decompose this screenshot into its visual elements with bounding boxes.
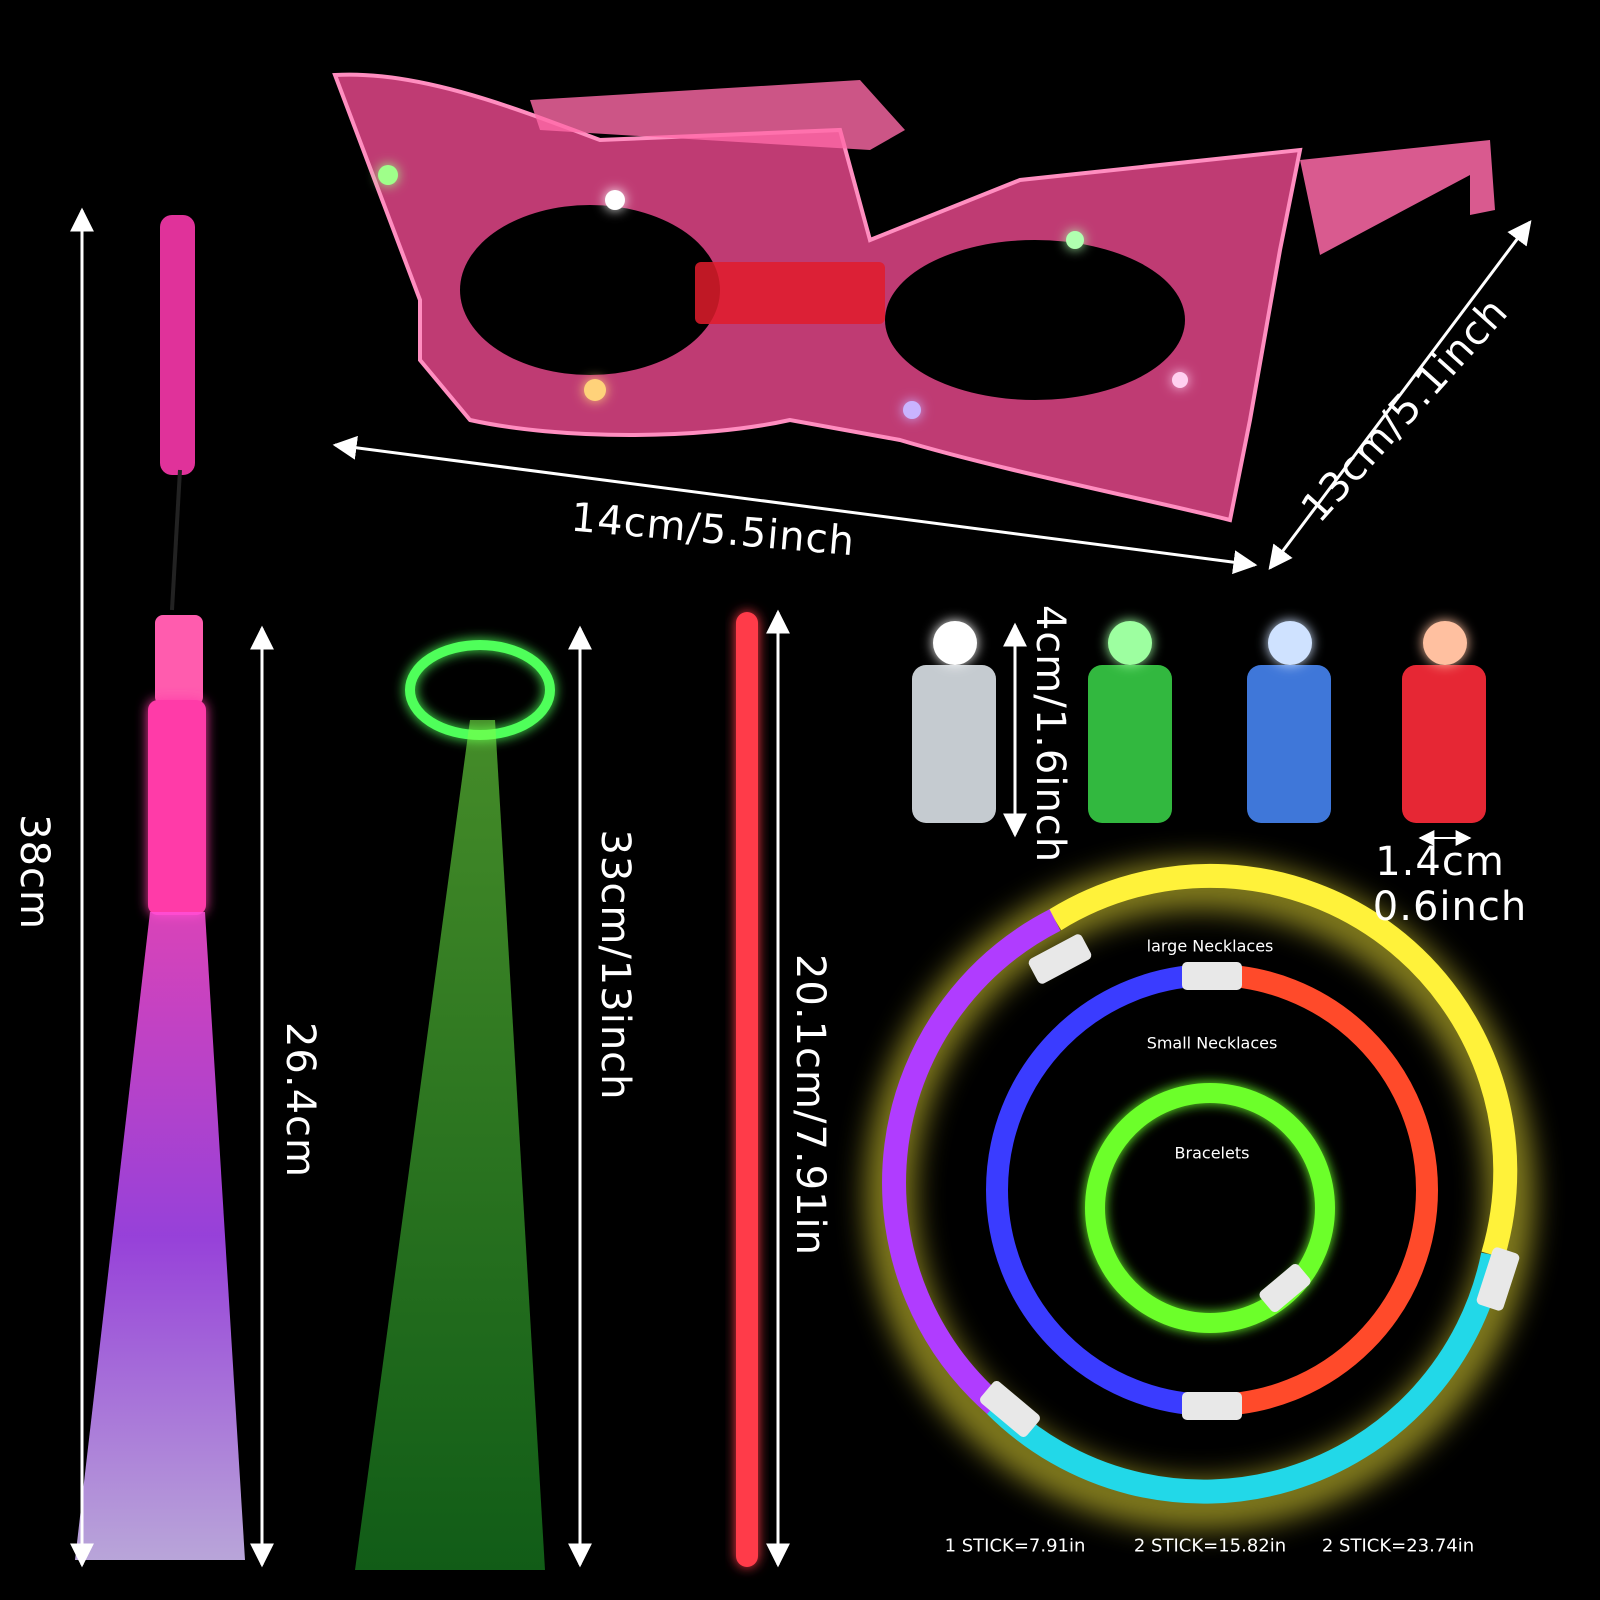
butterfly-mask bbox=[332, 72, 1495, 523]
large-necklace-ring bbox=[865, 860, 1535, 1530]
finger-light-white bbox=[912, 621, 996, 823]
finger-width-cm-label: 1.4cm bbox=[1375, 839, 1505, 885]
finger-lights bbox=[912, 621, 1486, 823]
mask-height-arrow bbox=[1268, 220, 1532, 570]
glow-stick bbox=[736, 612, 758, 1567]
ring-connectors bbox=[980, 934, 1520, 1437]
large-necklace-label: large Necklaces bbox=[1146, 936, 1274, 956]
finger-height-label: 4cm/1.6inch bbox=[1027, 604, 1073, 864]
fiber-hair-clip bbox=[355, 640, 555, 1570]
fiber-optic-wand bbox=[75, 215, 245, 1560]
three-stick-length: 2 STICK=23.74in bbox=[1321, 1535, 1475, 1557]
glow-stick-label: 20.1cm/7.91in bbox=[787, 953, 833, 1257]
two-stick-length: 2 STICK=15.82in bbox=[1133, 1535, 1287, 1557]
finger-width-in-label: 0.6inch bbox=[1372, 884, 1528, 930]
glow-rings bbox=[865, 860, 1535, 1530]
one-stick-length: 1 STICK=7.91in bbox=[944, 1535, 1086, 1557]
wand-total-label: 38cm bbox=[11, 814, 57, 930]
hair-fiber-label: 33cm/13inch bbox=[592, 829, 638, 1101]
small-necklace-label: Small Necklaces bbox=[1146, 1033, 1278, 1053]
finger-light-blue bbox=[1247, 621, 1331, 823]
bracelet-ring bbox=[1085, 1083, 1335, 1333]
finger-light-green bbox=[1088, 621, 1172, 823]
bracelet-label: Bracelets bbox=[1174, 1143, 1250, 1163]
mask-width-arrow bbox=[332, 435, 1258, 575]
small-necklace-ring bbox=[986, 964, 1438, 1416]
wand-fiber-label: 26.4cm bbox=[277, 1021, 323, 1179]
finger-light-red bbox=[1402, 621, 1486, 823]
